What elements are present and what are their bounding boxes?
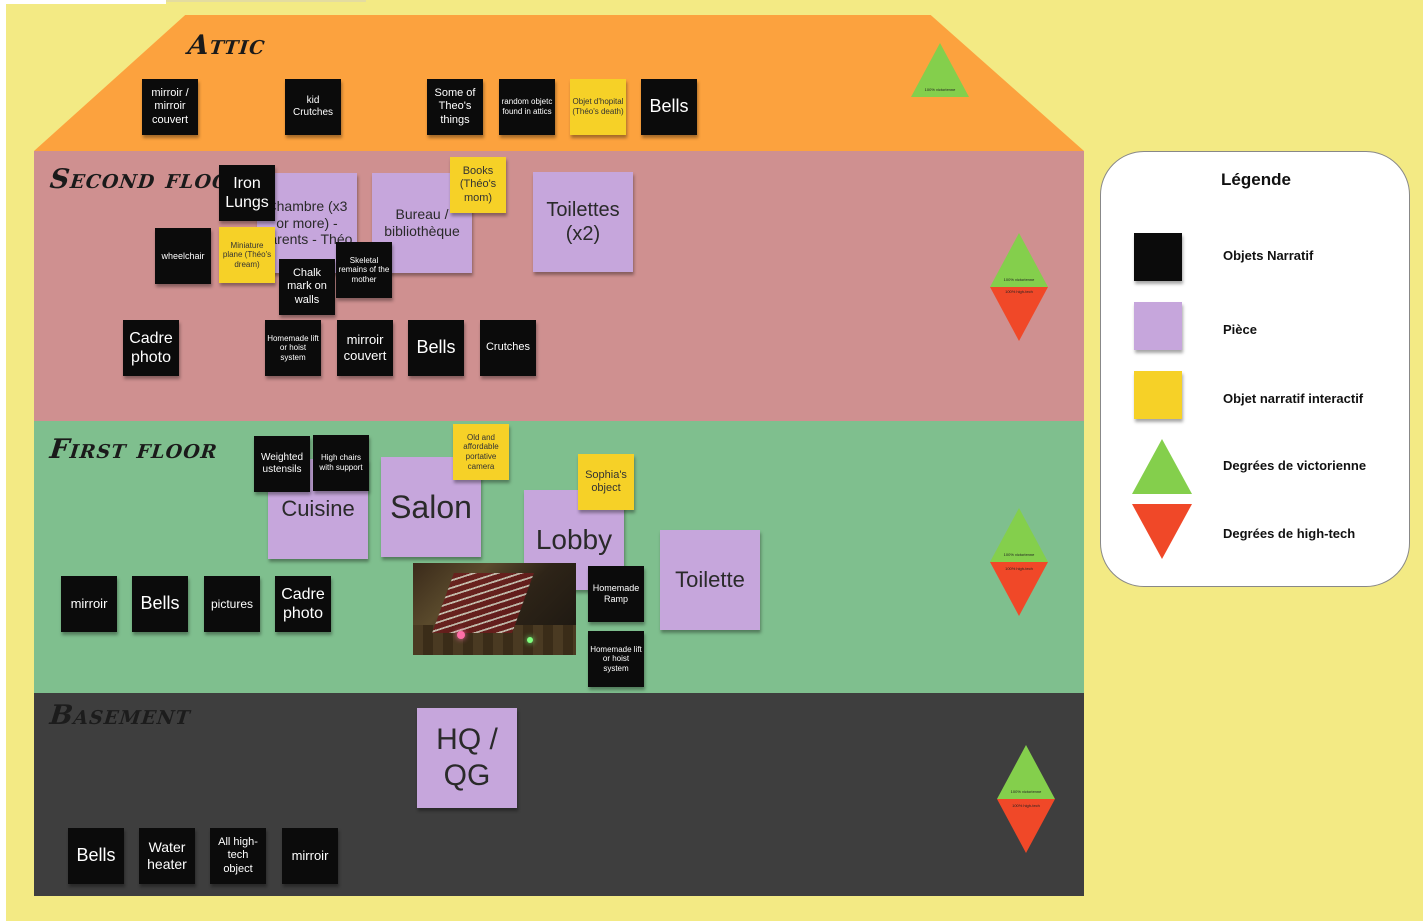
sticky-note[interactable]: Cadre photo xyxy=(275,576,331,632)
sticky-note[interactable]: High chairs with support xyxy=(313,435,369,491)
sticky-note[interactable]: Homemade lift or hoist system xyxy=(588,631,644,687)
victorian-hightech-gauge: 100% victorienne 100% high-tech xyxy=(990,233,1048,341)
sticky-note[interactable]: Miniature plane (Théo's dream) xyxy=(219,227,275,283)
sticky-note[interactable]: Objet d'hopital (Théo's death) xyxy=(570,79,626,135)
sticky-note[interactable]: Bells xyxy=(68,828,124,884)
basement-title: Basement xyxy=(48,700,193,731)
sticky-note[interactable]: Some of Theo's things xyxy=(427,79,483,135)
legend-victorian-triangle xyxy=(1132,439,1192,494)
top-line xyxy=(166,0,366,2)
sticky-note[interactable]: mirroir / mirroir couvert xyxy=(142,79,198,135)
room-note[interactable]: Toilette xyxy=(660,530,760,630)
gauge-label: 100% high-tech xyxy=(1005,289,1033,294)
room-note[interactable]: Toilettes (x2) xyxy=(533,172,633,272)
game-screenshot-image[interactable] xyxy=(413,563,576,655)
basement-area xyxy=(34,693,1084,896)
legend-label: Objet narratif interactif xyxy=(1223,391,1364,406)
room-note[interactable]: HQ / QG xyxy=(417,708,517,808)
victorian-triangle: 100% victorienne xyxy=(990,508,1048,562)
legend-title: Légende xyxy=(1221,170,1291,189)
sticky-note[interactable]: mirroir couvert xyxy=(337,320,393,376)
victorian-triangle: 100% victorienne xyxy=(990,233,1048,287)
gauge-label: 100% victorienne xyxy=(1003,277,1035,282)
legend-swatch-purple xyxy=(1134,302,1182,350)
top-edge xyxy=(6,0,166,4)
sticky-note[interactable]: Sophia's object xyxy=(578,454,634,510)
victorian-triangle: 100% victorienne xyxy=(911,43,969,97)
sticky-note[interactable]: Chalk mark on walls xyxy=(279,259,335,315)
victorian-hightech-gauge: 100% victorienne 100% high-tech xyxy=(997,745,1055,853)
sticky-note[interactable]: Iron Lungs xyxy=(219,165,275,221)
legend-label: Degrées de high-tech xyxy=(1223,526,1356,541)
hightech-triangle: 100% high-tech xyxy=(997,799,1055,853)
sticky-note[interactable]: Bells xyxy=(641,79,697,135)
gauge-label: 100% victorienne xyxy=(1003,552,1035,557)
hightech-triangle: 100% high-tech xyxy=(990,562,1048,616)
sticky-note[interactable]: mirroir xyxy=(61,576,117,632)
sticky-note[interactable]: mirroir xyxy=(282,828,338,884)
attic-title: Attic xyxy=(186,30,268,61)
left-edge xyxy=(0,0,6,921)
sticky-note[interactable]: Water heater xyxy=(139,828,195,884)
sticky-note[interactable]: Skeletal remains of the mother xyxy=(336,242,392,298)
sticky-note[interactable]: Cadre photo xyxy=(123,320,179,376)
sticky-note[interactable]: kid Crutches xyxy=(285,79,341,135)
image-light xyxy=(457,631,465,639)
sticky-note[interactable]: random objetc found in attics xyxy=(499,79,555,135)
gauge-label: 100% victorienne xyxy=(924,87,956,92)
legend-hightech-triangle xyxy=(1132,504,1192,559)
legend-label: Degrées de victorienne xyxy=(1223,458,1367,473)
sticky-note[interactable]: Books (Théo's mom) xyxy=(450,157,506,213)
sticky-note[interactable]: Bells xyxy=(408,320,464,376)
sticky-note[interactable]: Bells xyxy=(132,576,188,632)
hightech-triangle: 100% high-tech xyxy=(990,287,1048,341)
legend-panel: Légende Objets Narratif Pièce Objet narr… xyxy=(1100,151,1410,587)
image-light xyxy=(527,637,533,643)
legend-swatch-black xyxy=(1134,233,1182,281)
room-note[interactable]: Bureau / bibliothèque xyxy=(372,173,472,273)
sticky-note[interactable]: All high-tech object xyxy=(210,828,266,884)
sticky-note[interactable]: wheelchair xyxy=(155,228,211,284)
sticky-note[interactable]: Old and affordable portative camera xyxy=(453,424,509,480)
legend-label: Objets Narratif xyxy=(1223,248,1314,263)
sticky-note[interactable]: Weighted ustensils xyxy=(254,436,310,492)
gauge-label: 100% high-tech xyxy=(1012,803,1040,808)
attic-area xyxy=(34,15,1084,151)
sticky-note[interactable]: Homemade Ramp xyxy=(588,566,644,622)
sticky-note[interactable]: pictures xyxy=(204,576,260,632)
gauge-label: 100% victorienne xyxy=(1010,789,1042,794)
victorian-triangle: 100% victorienne xyxy=(997,745,1055,799)
image-stairs xyxy=(432,573,534,633)
legend-label: Pièce xyxy=(1223,322,1257,337)
victorian-gauge: 100% victorienne xyxy=(911,43,969,97)
first-floor-title: First floor xyxy=(48,434,220,465)
victorian-hightech-gauge: 100% victorienne 100% high-tech xyxy=(990,508,1048,616)
gauge-label: 100% high-tech xyxy=(1005,566,1033,571)
legend-swatch-yellow xyxy=(1134,371,1182,419)
sticky-note[interactable]: Homemade lift or hoist system xyxy=(265,320,321,376)
sticky-note[interactable]: Crutches xyxy=(480,320,536,376)
